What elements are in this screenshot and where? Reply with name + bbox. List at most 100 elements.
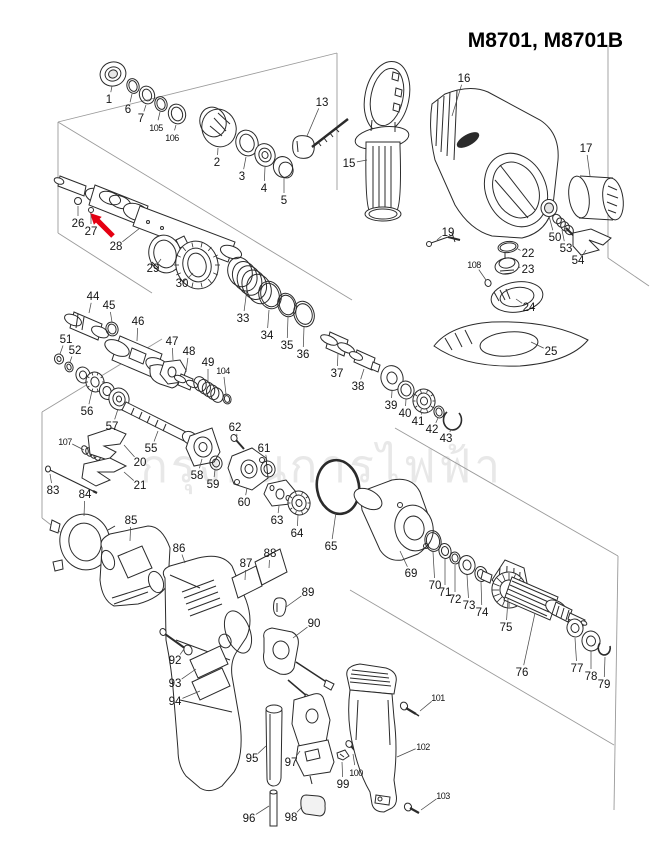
leader-line-107 bbox=[72, 443, 85, 451]
part-label-30: 30 bbox=[176, 278, 189, 290]
leader-line-70 bbox=[432, 551, 435, 579]
part-label-64: 64 bbox=[291, 528, 304, 540]
part-label-93: 93 bbox=[169, 678, 182, 690]
part-label-100: 100 bbox=[349, 768, 363, 778]
part-label-17: 17 bbox=[580, 143, 593, 155]
part-label-79: 79 bbox=[598, 679, 611, 691]
part-label-55: 55 bbox=[145, 443, 158, 455]
leader-line-51 bbox=[59, 345, 64, 355]
leader-line-61 bbox=[265, 454, 268, 462]
part-label-102: 102 bbox=[416, 742, 430, 752]
part-label-51: 51 bbox=[60, 334, 73, 346]
leader-line-100 bbox=[352, 753, 356, 766]
part-label-88: 88 bbox=[264, 548, 277, 560]
part-label-41: 41 bbox=[412, 416, 425, 428]
part-label-37: 37 bbox=[331, 368, 344, 380]
leader-line-3 bbox=[243, 156, 247, 170]
leader-line-58 bbox=[199, 458, 203, 469]
part-label-54: 54 bbox=[572, 255, 585, 267]
part-label-72: 72 bbox=[449, 594, 462, 606]
leader-line-29 bbox=[158, 258, 162, 263]
part-label-77: 77 bbox=[571, 663, 584, 675]
leader-line-13 bbox=[306, 108, 320, 137]
part-label-47: 47 bbox=[166, 336, 179, 348]
leader-line-108 bbox=[478, 269, 487, 281]
leader-line-85 bbox=[129, 526, 131, 542]
part-label-104: 104 bbox=[216, 366, 230, 376]
part-label-4: 4 bbox=[261, 183, 268, 195]
leader-line-76 bbox=[523, 612, 536, 666]
leader-line-15 bbox=[356, 159, 368, 163]
leader-line-38 bbox=[360, 368, 365, 380]
part-label-94: 94 bbox=[169, 696, 182, 708]
leader-line-42 bbox=[435, 417, 439, 424]
part-label-42: 42 bbox=[426, 424, 439, 436]
leader-line-99 bbox=[341, 761, 344, 778]
leader-line-104 bbox=[223, 376, 227, 395]
leader-line-35 bbox=[286, 316, 289, 339]
leader-line-22 bbox=[517, 248, 521, 251]
leader-line-101 bbox=[419, 701, 432, 712]
part-label-78: 78 bbox=[585, 671, 598, 683]
leader-line-43 bbox=[449, 428, 452, 433]
leader-line-74 bbox=[480, 581, 483, 606]
part-label-99: 99 bbox=[337, 779, 350, 791]
part-label-1: 1 bbox=[106, 94, 112, 106]
part-label-56: 56 bbox=[81, 406, 94, 418]
part-label-29: 29 bbox=[147, 263, 160, 275]
part-label-7: 7 bbox=[138, 113, 144, 125]
leader-line-90 bbox=[292, 626, 308, 639]
part-label-85: 85 bbox=[125, 515, 138, 527]
part-label-69: 69 bbox=[405, 568, 418, 580]
part-label-48: 48 bbox=[183, 346, 196, 358]
leader-line-69 bbox=[399, 550, 408, 567]
part-label-107: 107 bbox=[58, 437, 72, 447]
leader-line-83 bbox=[49, 473, 52, 484]
part-label-63: 63 bbox=[271, 515, 284, 527]
leader-line-97 bbox=[295, 750, 301, 757]
leader-line-25 bbox=[530, 341, 544, 349]
leader-line-41 bbox=[420, 411, 423, 415]
part-label-98: 98 bbox=[285, 812, 298, 824]
leader-line-64 bbox=[297, 514, 299, 527]
part-label-16: 16 bbox=[458, 73, 471, 85]
leader-line-4 bbox=[264, 166, 266, 182]
part-label-57: 57 bbox=[106, 421, 119, 433]
part-label-71: 71 bbox=[439, 587, 452, 599]
part-label-75: 75 bbox=[500, 622, 513, 634]
leader-line-73 bbox=[466, 574, 469, 599]
leader-line-21 bbox=[123, 471, 135, 481]
leader-line-103 bbox=[420, 798, 437, 811]
diagram-artwork bbox=[45, 60, 624, 827]
leader-line-53 bbox=[561, 229, 565, 242]
part-label-3: 3 bbox=[239, 171, 245, 183]
leader-line-6 bbox=[129, 93, 133, 103]
part-label-61: 61 bbox=[258, 443, 271, 455]
part-label-86: 86 bbox=[173, 543, 186, 555]
part-label-34: 34 bbox=[261, 330, 274, 342]
leader-line-93 bbox=[181, 668, 197, 680]
leader-line-45 bbox=[110, 311, 113, 323]
leader-line-95 bbox=[257, 745, 267, 754]
leader-line-19 bbox=[436, 235, 442, 241]
leader-line-50 bbox=[548, 215, 554, 231]
leader-line-63 bbox=[277, 505, 280, 514]
part-label-20: 20 bbox=[134, 457, 147, 469]
leader-line-86 bbox=[181, 554, 186, 564]
part-label-43: 43 bbox=[440, 433, 453, 445]
part-label-105: 105 bbox=[149, 123, 163, 133]
part-label-76: 76 bbox=[516, 667, 529, 679]
part-label-49: 49 bbox=[202, 357, 215, 369]
leader-line-77 bbox=[574, 637, 577, 662]
leader-line-57 bbox=[114, 408, 119, 420]
leader-line-30 bbox=[187, 272, 194, 279]
highlight-arrow bbox=[90, 213, 115, 238]
leader-line-105 bbox=[157, 111, 161, 121]
part-label-35: 35 bbox=[281, 340, 294, 352]
part-label-26: 26 bbox=[72, 218, 85, 230]
part-label-108: 108 bbox=[467, 260, 481, 270]
part-label-70: 70 bbox=[429, 580, 442, 592]
part-label-15: 15 bbox=[343, 158, 356, 170]
part-label-106: 106 bbox=[165, 133, 179, 143]
part-label-23: 23 bbox=[522, 264, 535, 276]
